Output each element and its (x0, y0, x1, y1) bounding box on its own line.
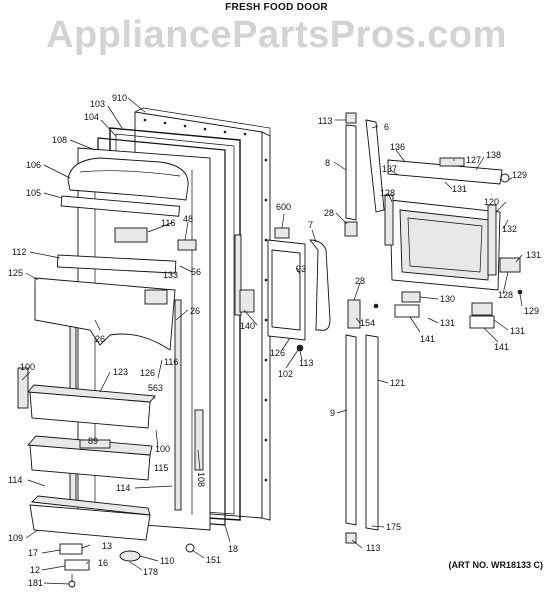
label-103: 103 (90, 99, 105, 109)
label-120: 120 (484, 197, 499, 207)
label-93: 93 (296, 264, 306, 274)
label-116b: 116 (164, 357, 178, 367)
watermark-logo: AppliancePartsPros.com (46, 14, 507, 56)
label-113b: 113 (318, 116, 332, 126)
label-108: 108 (52, 135, 67, 145)
door-bin-2 (27, 435, 153, 481)
label-131a: 131 (452, 184, 467, 194)
label-110: 110 (160, 556, 174, 566)
label-114b: 114 (116, 483, 130, 493)
label-105: 105 (26, 188, 41, 198)
label-131c: 131 (440, 318, 455, 328)
label-138: 138 (486, 150, 501, 160)
label-112: 112 (12, 247, 26, 257)
label-17: 17 (28, 548, 38, 558)
label-48: 48 (183, 214, 193, 224)
label-100a: 100 (20, 362, 35, 372)
label-129a: 129 (512, 170, 527, 180)
label-181: 181 (28, 578, 43, 588)
label-115: 115 (154, 463, 168, 473)
leader-lines (21, 97, 523, 585)
label-102: 102 (278, 369, 293, 379)
label-109: 109 (8, 533, 23, 543)
label-127: 127 (466, 155, 481, 165)
door-bin-1 (27, 384, 156, 429)
label-108b: 108 (196, 472, 206, 487)
label-16: 16 (98, 558, 108, 568)
door-bin-3 (29, 495, 151, 541)
label-140: 140 (240, 321, 255, 331)
label-910: 910 (112, 93, 127, 103)
label-128a: 128 (380, 188, 395, 198)
label-132: 132 (502, 224, 517, 234)
center-trim-upper (344, 112, 385, 237)
label-7: 7 (308, 220, 313, 230)
label-9: 9 (330, 408, 335, 418)
label-18: 18 (228, 544, 238, 554)
label-125: 125 (8, 268, 23, 278)
label-89: 89 (88, 436, 98, 446)
label-121: 121 (390, 378, 405, 388)
small-parts-left (17, 367, 195, 588)
label-137: 137 (382, 164, 397, 174)
part-labels: 910 103 104 108 106 105 116 48 112 125 1… (8, 93, 541, 588)
hinge-parts-right (394, 257, 523, 329)
art-number: (ART NO. WR18133 C) (448, 560, 543, 570)
label-12: 12 (30, 565, 40, 575)
label-8: 8 (325, 158, 330, 168)
label-136: 136 (390, 142, 405, 152)
label-151: 151 (206, 555, 221, 565)
label-133: 133 (163, 270, 178, 280)
label-28b: 28 (355, 276, 365, 286)
label-26a: 26 (190, 306, 200, 316)
label-131d: 131 (510, 326, 525, 336)
dairy-compartment (56, 157, 197, 274)
label-56: 56 (191, 267, 201, 277)
diagram-title: FRESH FOOD DOOR (225, 2, 328, 13)
door-brackets (234, 234, 255, 316)
label-126a: 126 (140, 368, 155, 378)
label-106: 106 (26, 160, 41, 170)
label-141a: 141 (420, 334, 435, 344)
label-113c: 113 (366, 543, 380, 553)
label-113a: 113 (299, 358, 313, 368)
label-141b: 141 (494, 342, 509, 352)
label-131b: 131 (526, 250, 541, 260)
label-128b: 128 (498, 290, 513, 300)
center-trim-lower (345, 299, 379, 544)
label-116a: 116 (161, 218, 175, 228)
handle-assembly (267, 227, 331, 352)
label-114a: 114 (8, 475, 22, 485)
label-6: 6 (384, 122, 389, 132)
label-26b: 26 (95, 334, 105, 344)
label-13: 13 (102, 541, 112, 551)
label-175: 175 (386, 522, 401, 532)
label-123: 123 (113, 367, 128, 377)
label-130: 130 (440, 294, 455, 304)
label-28a: 28 (324, 208, 334, 218)
shelf-frame-right (384, 157, 510, 291)
label-154: 154 (360, 318, 375, 328)
label-104: 104 (84, 112, 99, 122)
label-178: 178 (143, 567, 158, 577)
label-129b: 129 (524, 306, 539, 316)
label-600: 600 (276, 202, 291, 212)
label-100b: 100 (155, 444, 170, 454)
shelf-upper (34, 277, 176, 351)
label-126b: 126 (270, 348, 285, 358)
label-563: 563 (148, 383, 163, 393)
